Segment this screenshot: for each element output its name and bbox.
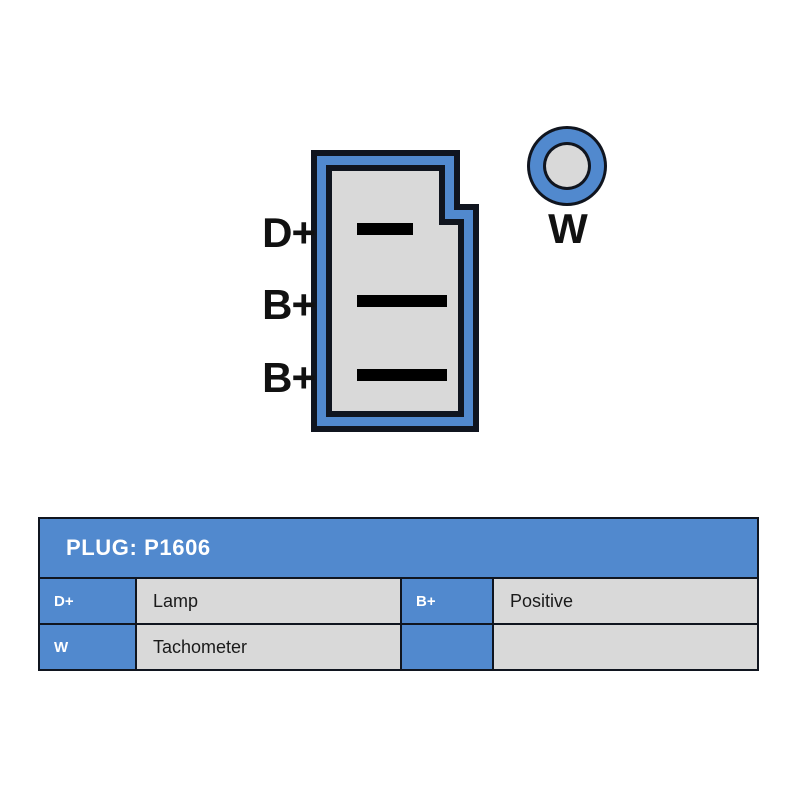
plug-pinout-table: PLUG: P1606 D+ Lamp B+ Positive W Tachom…	[37, 517, 760, 671]
connector-diagram-svg	[311, 126, 607, 432]
pin-key-empty	[400, 623, 494, 671]
terminal-blade-dplus	[357, 223, 413, 235]
pin-value-positive: Positive	[491, 577, 760, 625]
pin-key-w: W	[38, 623, 137, 671]
pin-label-dplus: D+	[262, 209, 316, 256]
w-ring-center-fill	[546, 145, 588, 187]
pin-label-bplus-2: B+	[262, 354, 316, 401]
pin-value-lamp: Lamp	[135, 577, 402, 625]
pin-key-dplus: D+	[38, 577, 137, 625]
pin-key-bplus: B+	[400, 577, 494, 625]
pin-value-empty	[491, 623, 760, 671]
pin-value-tachometer: Tachometer	[135, 623, 402, 671]
w-terminal-label: W	[548, 205, 588, 252]
table-row: W Tachometer	[38, 623, 760, 671]
table-header-row: PLUG: P1606	[37, 517, 760, 579]
plug-title: PLUG: P1606	[37, 517, 760, 579]
terminal-blade-bplus-2	[357, 369, 447, 381]
table-row: D+ Lamp B+ Positive	[38, 577, 760, 625]
plug-housing	[311, 150, 479, 432]
pin-label-bplus-1: B+	[262, 281, 316, 328]
w-ring-terminal	[527, 126, 607, 206]
connector-diagram: D+ B+ B+ W	[262, 126, 607, 432]
terminal-blade-bplus-1	[357, 295, 447, 307]
